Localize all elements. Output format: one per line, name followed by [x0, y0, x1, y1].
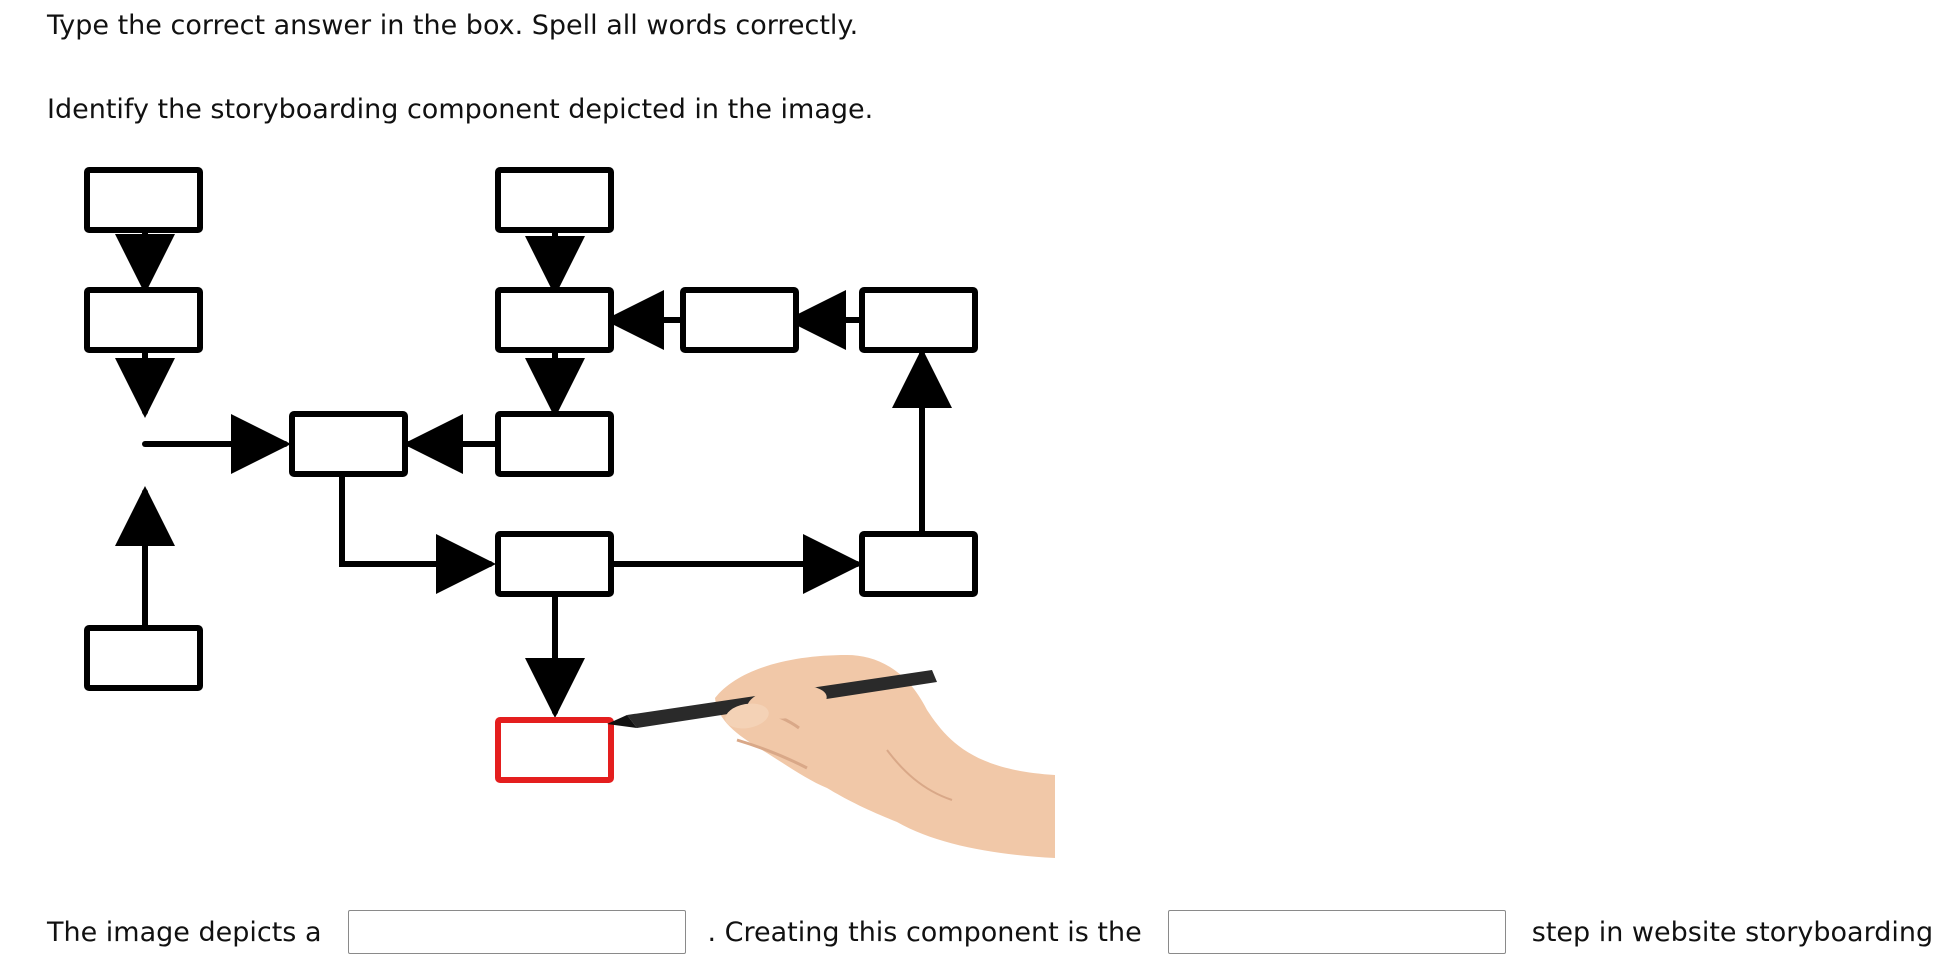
- answer-input-step[interactable]: [1167, 910, 1506, 954]
- hand-with-pen-icon: [607, 655, 1055, 858]
- instruction-text: Type the correct answer in the box. Spel…: [47, 10, 859, 41]
- highlighted-box: [495, 717, 614, 783]
- flowchart-boxes: [84, 167, 978, 691]
- sentence-part-1: The image depicts a: [47, 916, 322, 948]
- flowchart-connectors: [115, 229, 952, 718]
- sentence-part-3: step in website storyboarding.: [1531, 916, 1935, 948]
- answer-sentence: The image depicts a . Creating this comp…: [47, 910, 1935, 954]
- sentence-part-2: . Creating this component is the: [707, 916, 1142, 948]
- question-text: Identify the storyboarding component dep…: [47, 94, 874, 125]
- storyboard-image: [47, 150, 1057, 860]
- answer-input-component[interactable]: [347, 910, 686, 954]
